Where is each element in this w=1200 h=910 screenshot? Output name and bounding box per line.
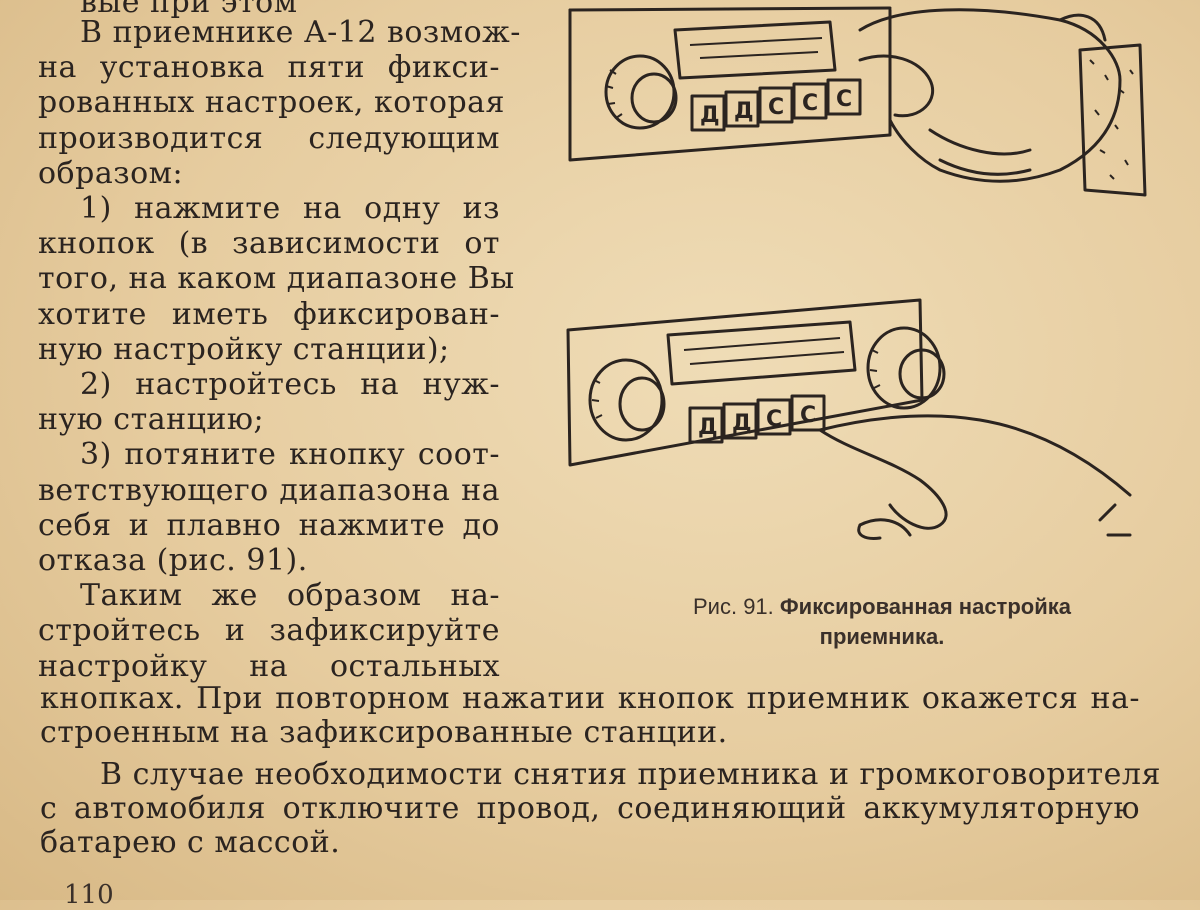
body-line: кнопках. При повторном нажатии кнопок пр… <box>40 681 1140 716</box>
body-line: батарею с массой. <box>40 825 341 860</box>
body-line: В случае необходимости снятия приемника … <box>100 757 1161 792</box>
column-line: отказа (рис. 91). <box>38 543 308 578</box>
column-line: хотите иметь фиксирован- <box>38 296 500 332</box>
caption-title-line2: приемника. <box>819 624 945 649</box>
column-line: производится следующим <box>38 120 500 156</box>
radio-key <box>724 90 760 128</box>
radio-key <box>688 406 724 444</box>
column-line: В приемнике А-12 возмож- <box>80 15 521 50</box>
page-number: 110 <box>64 880 114 910</box>
radio-key-label: С <box>836 87 852 112</box>
body-line: строенным на зафиксированные станции. <box>40 715 728 750</box>
radio-key-label: Д <box>732 411 752 436</box>
column-line: 2) настройтесь на нуж- <box>80 367 500 402</box>
column-line: себя и плавно нажмите до <box>38 507 500 543</box>
column-line: ветствующего диапазона на <box>38 472 500 508</box>
radio-key <box>758 86 794 124</box>
column-line: настройку на остальных <box>38 648 500 684</box>
column-line: стройтесь и зафиксируйте <box>38 613 500 649</box>
column-line: рованных настроек, которая <box>38 85 505 121</box>
caption-prefix: Рис. 91. <box>693 594 774 619</box>
column-line: Таким же образом на- <box>80 578 500 614</box>
radio-key-label: Д <box>734 99 754 124</box>
radio-key-label: С <box>802 91 818 116</box>
column-line: ную настройку станции); <box>38 331 450 367</box>
column-line: того, на каком диапазоне Вы <box>38 261 515 297</box>
radio-key <box>790 394 826 432</box>
radio-key <box>792 82 828 120</box>
top-fragment: вые при этом <box>80 0 298 20</box>
radio-key-label: С <box>768 95 784 120</box>
radio-key-label: С <box>766 407 782 432</box>
figure-caption: Рис. 91. Фиксированная настройка приемни… <box>612 592 1152 652</box>
radio-key <box>826 78 862 116</box>
radio-key-label: С <box>800 403 816 428</box>
radio-key-label: Д <box>698 415 718 440</box>
radio-key <box>690 94 726 132</box>
radio-key <box>756 398 792 436</box>
radio-key <box>722 402 758 440</box>
column-line: ную станцию; <box>38 402 265 438</box>
caption-title-line1: Фиксированная настройка <box>779 594 1071 619</box>
column-line: образом: <box>38 155 184 191</box>
column-line: 1) нажмите на одну из <box>80 191 500 226</box>
radio-key-label: Д <box>700 103 720 128</box>
body-line: с автомобиля отключите провод, соединяющ… <box>40 791 1140 826</box>
column-line: 3) потяните кнопку соот- <box>80 437 500 473</box>
column-line: на установка пяти фикси- <box>38 50 500 86</box>
column-line: кнопок (в зависимости от <box>38 226 500 262</box>
